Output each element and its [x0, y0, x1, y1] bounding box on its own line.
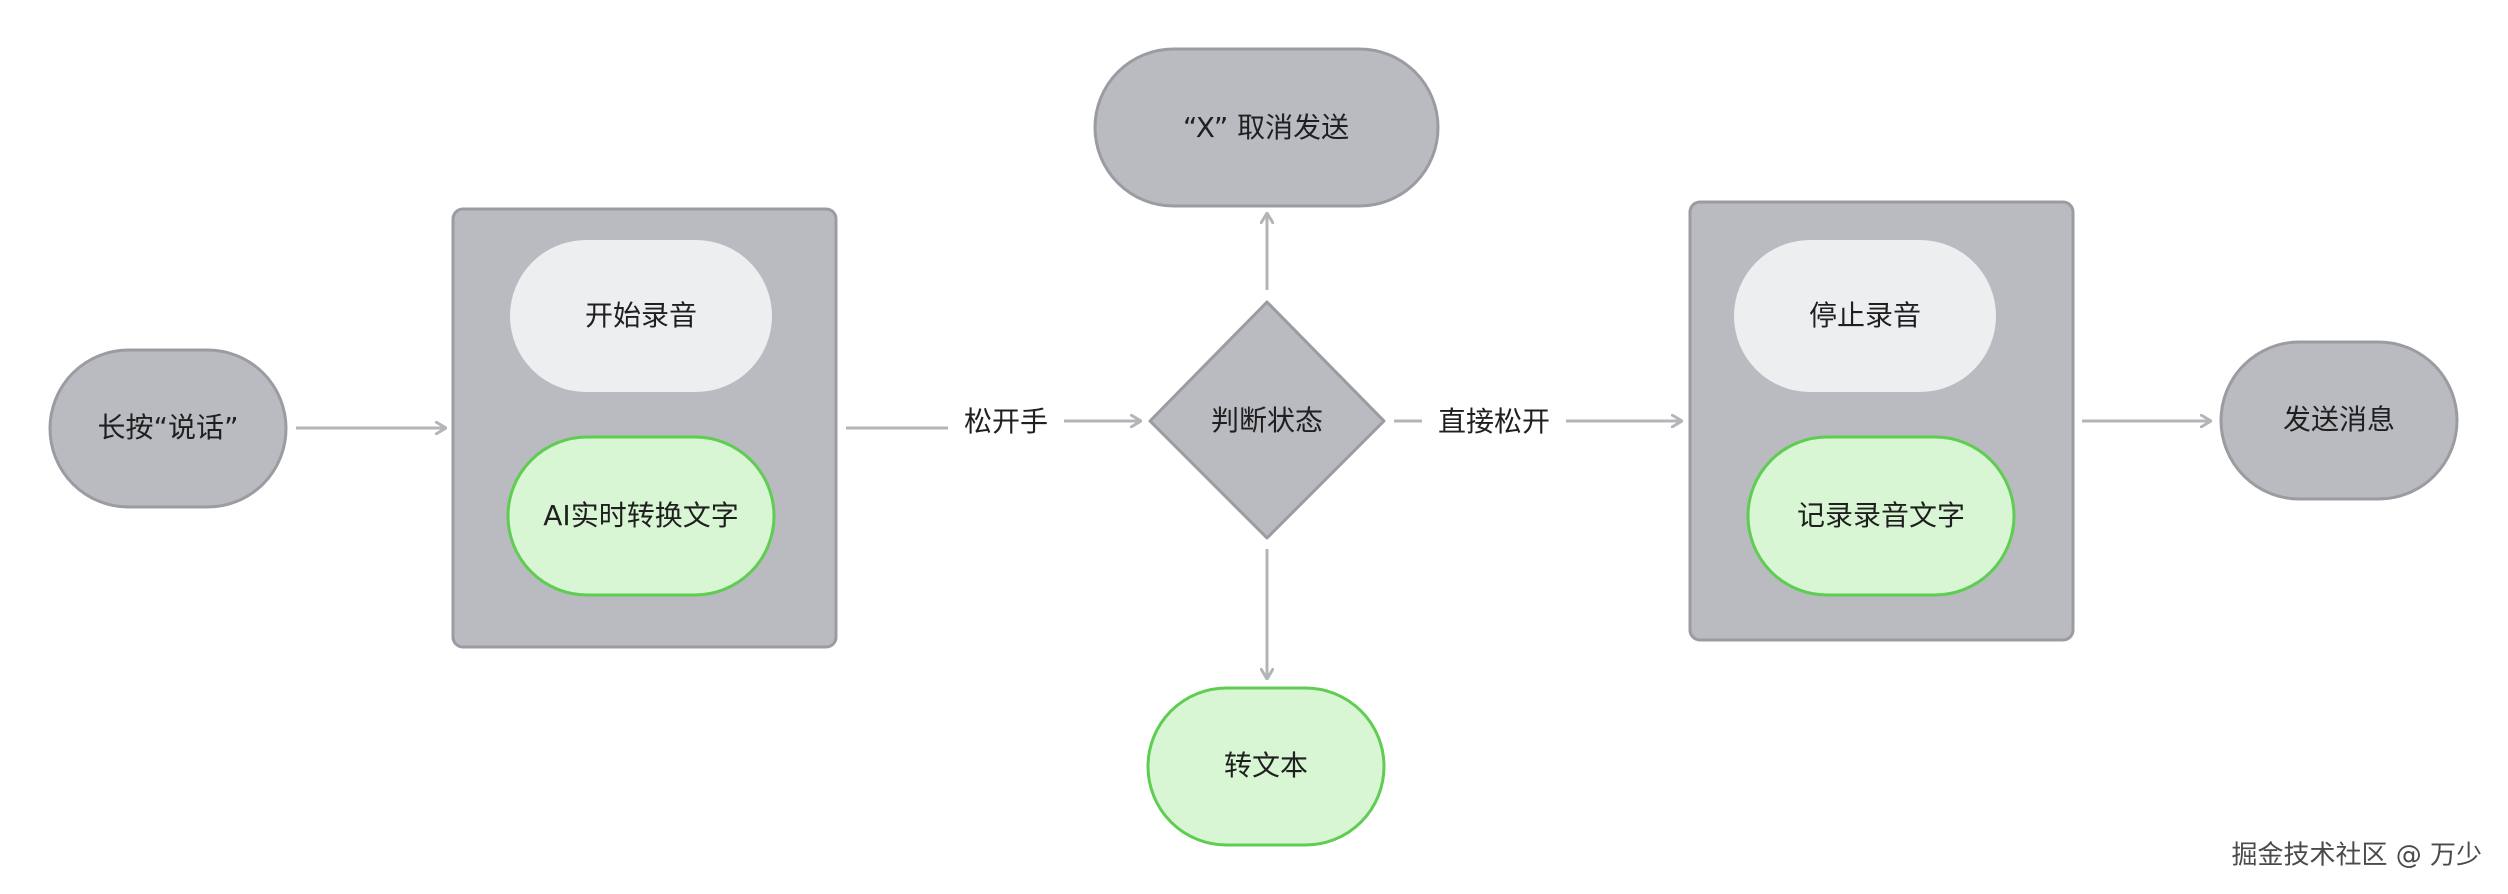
send-message-node — [2219, 340, 2459, 501]
cancel-send-label: “X” 取消发送 — [1183, 111, 1349, 144]
ai-convert-node — [506, 435, 776, 597]
stop-recording-node — [1734, 240, 1996, 392]
to-text-label: 转文本 — [1224, 749, 1308, 782]
judge-state-node — [1148, 300, 1386, 540]
release-directly-label: 直接松开 — [1438, 405, 1550, 438]
release-hand-label: 松开手 — [964, 405, 1048, 438]
ai-convert-label: AI实时转换文字 — [543, 499, 738, 532]
long-press-node — [48, 348, 288, 509]
start-recording-node — [510, 240, 772, 392]
stop-recording-label: 停止录音 — [1809, 299, 1921, 332]
record-text-node — [1746, 435, 2016, 597]
judge-state-label: 判断状态 — [1211, 404, 1323, 437]
send-message-label: 发送消息 — [2283, 403, 2395, 436]
watermark: 掘金技术社区 @ 万少 — [2231, 841, 2482, 871]
cancel-send-node — [1093, 47, 1440, 208]
long-press-label: 长按“说话” — [97, 411, 238, 444]
start-recording-label: 开始录音 — [585, 299, 697, 332]
record-text-label: 记录录音文字 — [1797, 499, 1965, 532]
to-text-node — [1146, 686, 1386, 847]
